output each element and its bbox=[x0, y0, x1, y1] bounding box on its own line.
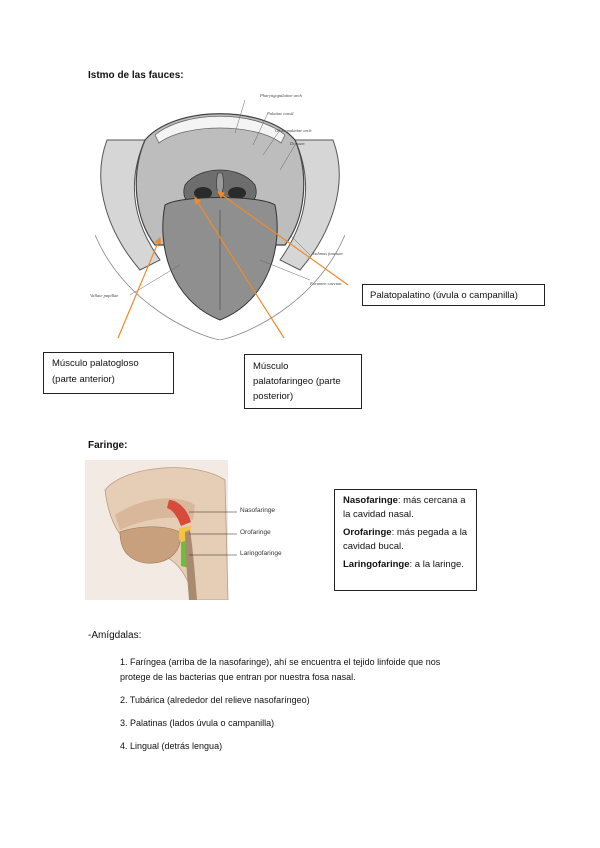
fauces-heading: Istmo de las fauces: bbox=[88, 70, 184, 81]
label-nasofaringe: Nasofaringe bbox=[240, 507, 275, 514]
label-pharyngopalatine-arch: Pharyngopalatine arch bbox=[260, 93, 302, 98]
box-palatopalatino: Palatopalatino (úvula o campanilla) bbox=[362, 284, 545, 306]
amigdalas-heading: -Amígdalas: bbox=[88, 630, 141, 641]
box-palatogloso: Músculo palatogloso (parte anterior) bbox=[43, 352, 174, 394]
label-isthmus-faucium: Isthmus faucium bbox=[313, 251, 353, 256]
label-vallate-papillae: Vallate papillae bbox=[90, 293, 118, 298]
label-palatine-tonsil: Palatine tonsil bbox=[267, 111, 293, 116]
amigdalas-list: 1. Faríngea (arriba de la nasofaringe), … bbox=[120, 655, 500, 754]
label-laringofaringe: Laringofaringe bbox=[240, 550, 282, 557]
label-foramen-caecum: Foramen caecum bbox=[310, 281, 341, 286]
mouth-illustration: Pharyngopalatine arch Palatine tonsil Gl… bbox=[85, 85, 355, 340]
list-item: 4. Lingual (detrás lengua) bbox=[120, 739, 500, 754]
list-item: protege de las bacterias que entran por … bbox=[120, 670, 500, 685]
box-palatofaringeo: Músculo palatofaringeo (parte posterior) bbox=[244, 354, 362, 409]
label-glossopalatine-arch: Glossopalatine arch bbox=[275, 128, 311, 133]
label-dorsum: Dorsum bbox=[290, 141, 305, 146]
faringe-heading: Faringe: bbox=[88, 440, 127, 451]
open-mouth-drawing bbox=[85, 85, 355, 340]
def-orofaringe: Orofaringe: más pegada a la cavidad buca… bbox=[343, 526, 468, 554]
def-laringofaringe: Laringofaringe: a la laringe. bbox=[343, 558, 468, 572]
def-nasofaringe: Nasofaringe: más cercana a la cavidad na… bbox=[343, 494, 468, 522]
pharynx-illustration: Nasofaringe Orofaringe Laringofaringe bbox=[85, 460, 295, 600]
list-item: 2. Tubárica (alrededor del relieve nasof… bbox=[120, 693, 500, 708]
label-orofaringe: Orofaringe bbox=[240, 529, 271, 536]
list-item: 3. Palatinas (lados úvula o campanilla) bbox=[120, 716, 500, 731]
box-faringe-definitions: Nasofaringe: más cercana a la cavidad na… bbox=[334, 489, 477, 591]
list-item: 1. Faríngea (arriba de la nasofaringe), … bbox=[120, 655, 500, 670]
